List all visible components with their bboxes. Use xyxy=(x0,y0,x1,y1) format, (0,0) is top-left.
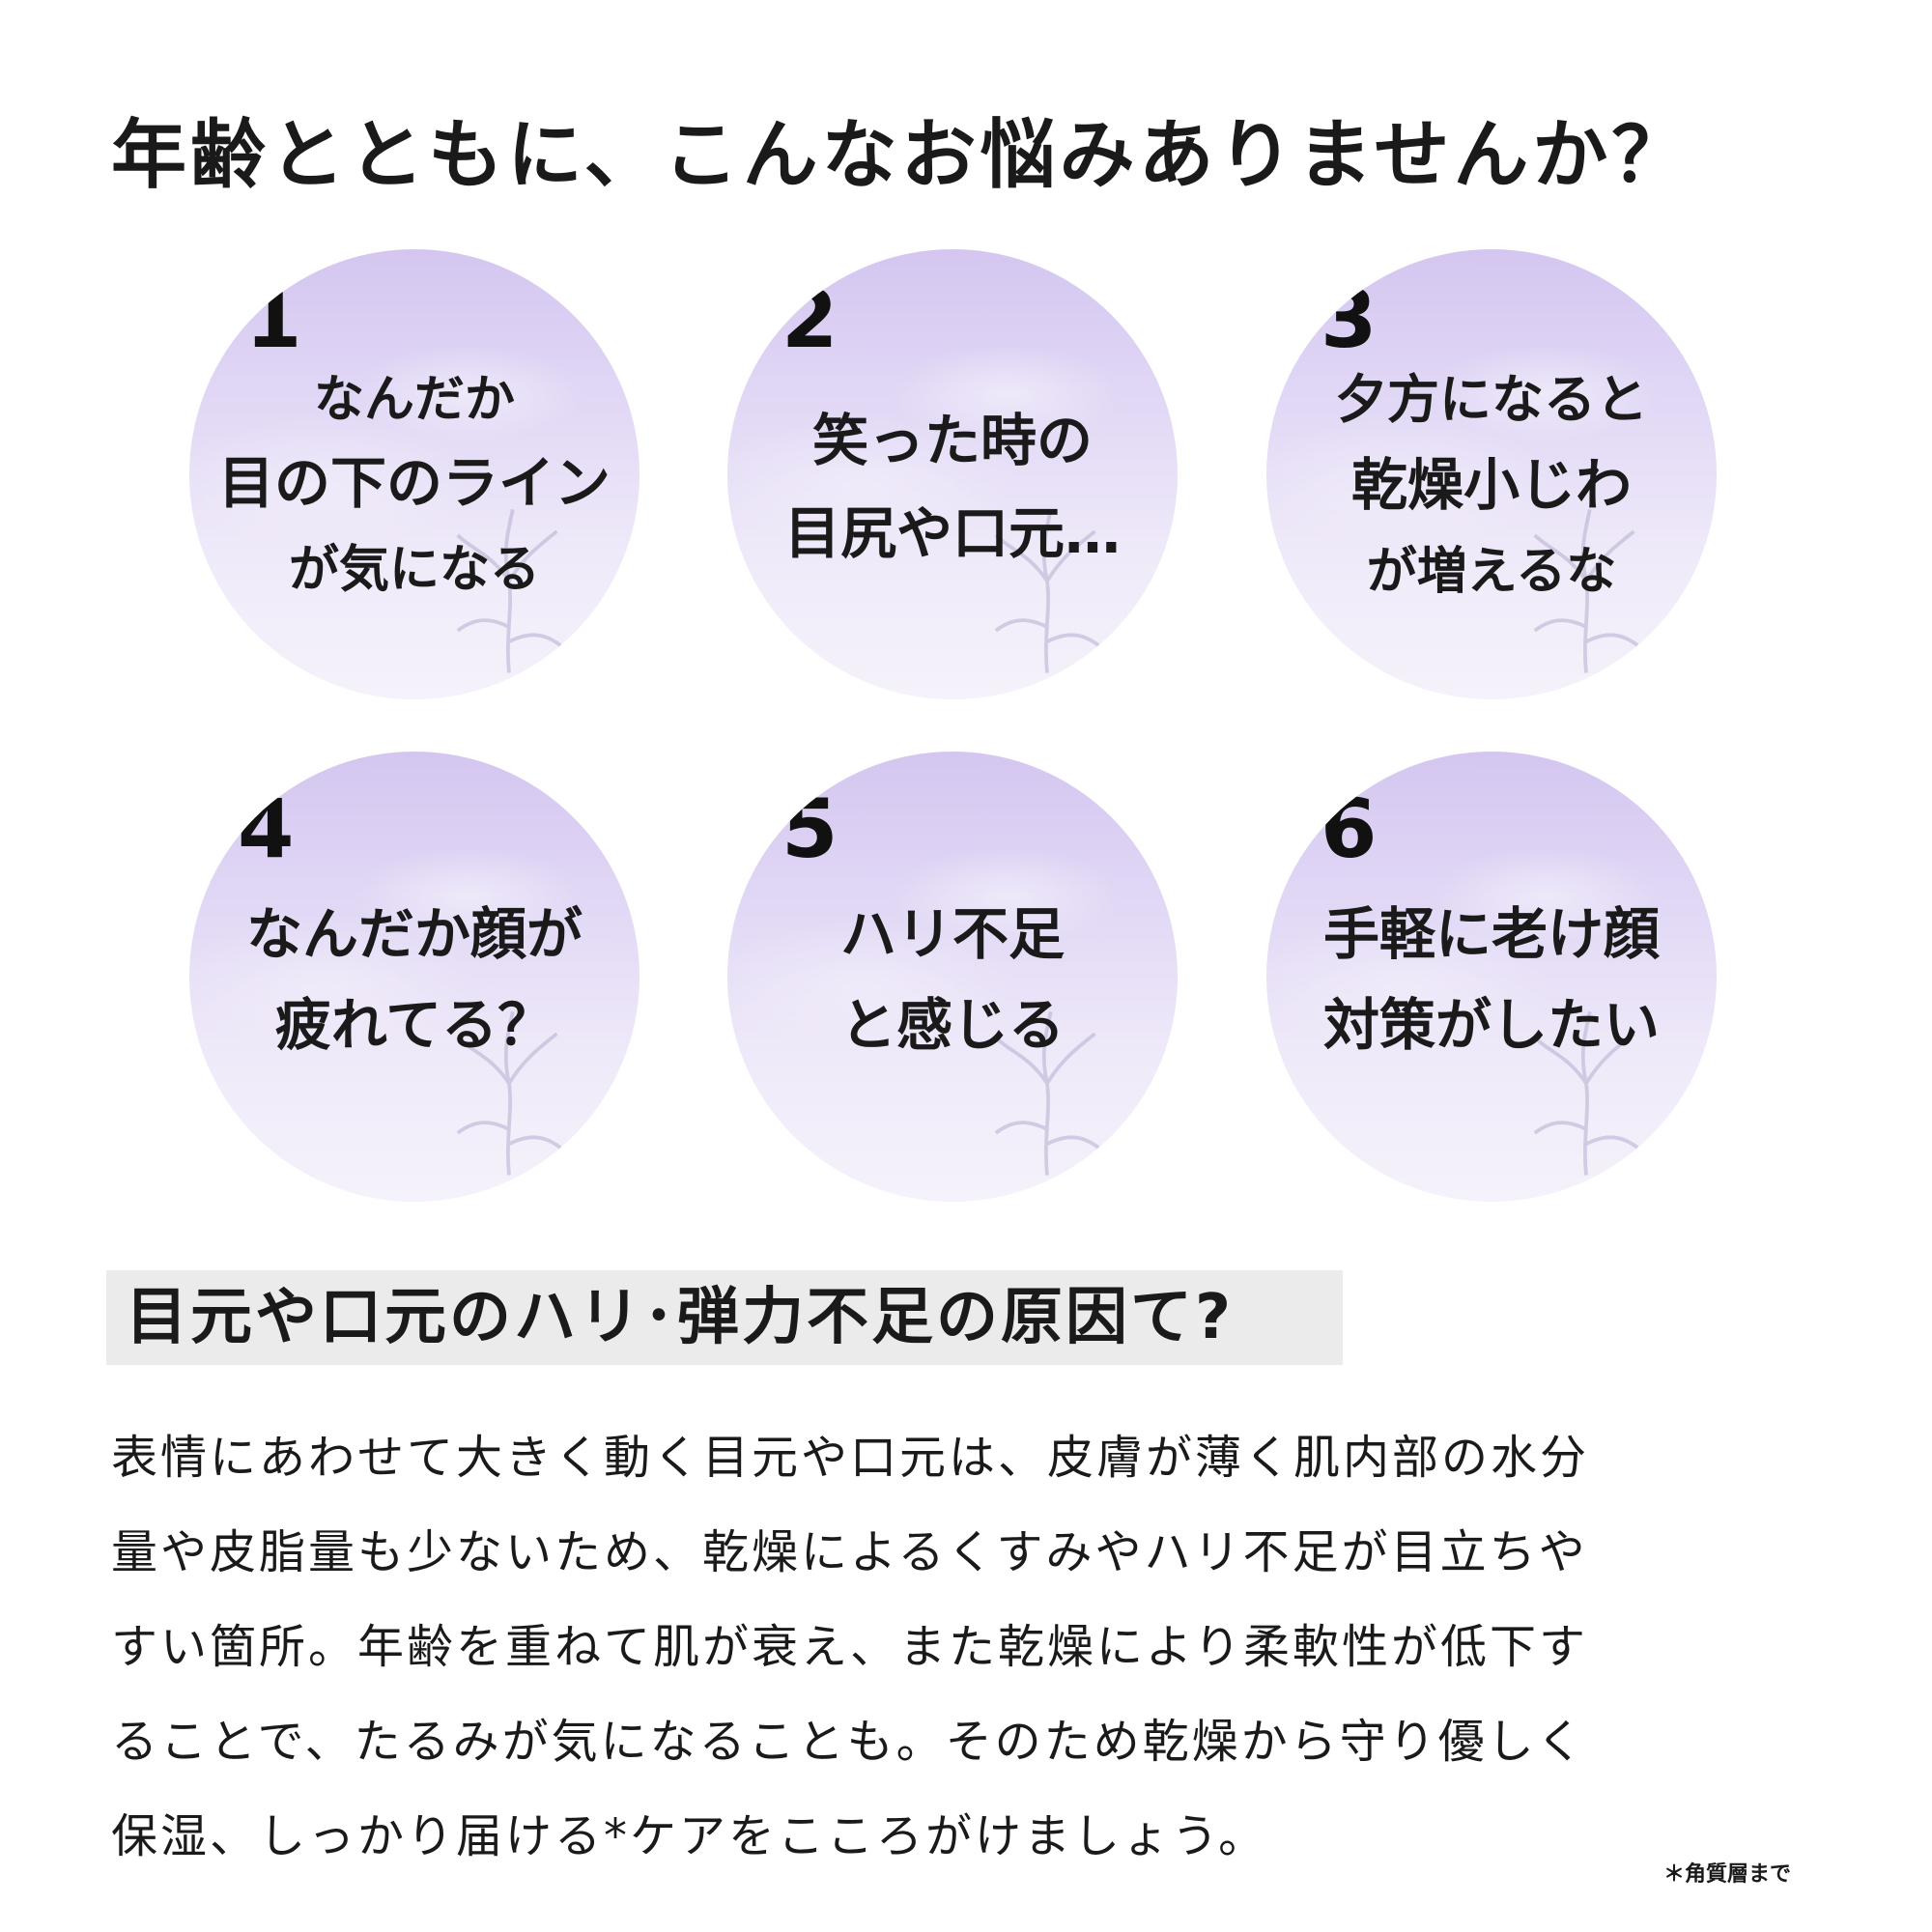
concern-text: なんだか顔が 疲れてる？ xyxy=(246,889,582,1070)
flower-icon xyxy=(994,1011,1100,1176)
concern-number: 4 xyxy=(238,781,295,876)
subheading: 目元や口元のハリ･弾力不足の原因て? xyxy=(126,1282,1235,1353)
flower-icon xyxy=(1533,509,1639,673)
concern-line: 対策がしたい xyxy=(1322,992,1661,1058)
footnote: ＊角質層まで xyxy=(1663,1862,1792,1887)
concern-line: 乾燥小じわ xyxy=(1350,452,1632,518)
concern-line: が増えるな xyxy=(1366,543,1617,601)
flower-icon xyxy=(994,509,1100,673)
concern-circle-4: 4 なんだか顔が 疲れてる？ xyxy=(189,752,639,1202)
flower-icon xyxy=(456,509,562,673)
concern-line: と感じる xyxy=(839,992,1065,1058)
concern-text: 手軽に老け顔 対策がしたい xyxy=(1323,889,1660,1070)
concern-text: ハリ不足 と感じる xyxy=(840,889,1065,1070)
concern-circle-3: 3 夕方になると 乾燥小じわ が増えるな xyxy=(1266,249,1717,699)
concern-line: ハリ不足 xyxy=(839,901,1065,967)
concern-line: 疲れてる？ xyxy=(274,992,554,1058)
page-title: 年齢とともに、こんなお悩みありませんか？ xyxy=(111,112,1691,199)
concern-line: 目の下のライン xyxy=(217,450,611,516)
flower-icon xyxy=(456,1011,562,1176)
concern-text: 夕方になると 乾燥小じわ が増えるな xyxy=(1335,361,1648,612)
body-line: 保湿、しっかり届ける*ケアをこころがけましょう。 xyxy=(111,1809,1268,1863)
concern-line: 手軽に老け顔 xyxy=(1322,901,1661,967)
concern-text: 笑った時の 目尻や口元… xyxy=(784,394,1121,580)
body-paragraph: 表情にあわせて大きく動く目元や口元は、皮膚が薄く肌内部の水分 量や皮脂量も少ない… xyxy=(111,1410,1850,1884)
body-line: すい箇所。年齢を重ねて肌が衰え、また乾燥により柔軟性が低下す xyxy=(111,1620,1589,1674)
concern-line: なんだか xyxy=(313,371,516,429)
concern-line: が気になる xyxy=(288,541,541,599)
concern-number: 6 xyxy=(1321,781,1378,876)
concern-circle-1: 1 なんだか 目の下のライン が気になる xyxy=(189,249,639,699)
concern-line: 夕方になると xyxy=(1335,369,1648,430)
concern-number: 5 xyxy=(781,781,838,876)
concern-text: なんだか 目の下のライン が気になる xyxy=(218,363,611,611)
concern-line: 笑った時の xyxy=(811,408,1094,473)
concern-circle-6: 6 手軽に老け顔 対策がしたい xyxy=(1266,752,1717,1202)
concern-number: 3 xyxy=(1321,271,1378,366)
concern-line: なんだか顔が xyxy=(245,901,583,967)
concern-circle-5: 5 ハリ不足 と感じる xyxy=(727,752,1178,1202)
concern-number: 2 xyxy=(781,271,838,366)
concern-line: 目尻や口元… xyxy=(783,500,1122,566)
body-line: ることで、たるみが気になることも。そのため乾燥から守り優しく xyxy=(111,1715,1586,1769)
concern-circle-2: 2 笑った時の 目尻や口元… xyxy=(727,249,1178,699)
concern-number: 1 xyxy=(245,271,302,366)
body-line: 表情にあわせて大きく動く目元や口元は、皮膚が薄く肌内部の水分 xyxy=(111,1431,1590,1485)
subheading-background xyxy=(106,1270,1343,1365)
flower-icon xyxy=(1533,1011,1639,1176)
body-line: 量や皮脂量も少ないため、乾燥によるくすみやハリ不足が目立ちや xyxy=(111,1525,1588,1579)
